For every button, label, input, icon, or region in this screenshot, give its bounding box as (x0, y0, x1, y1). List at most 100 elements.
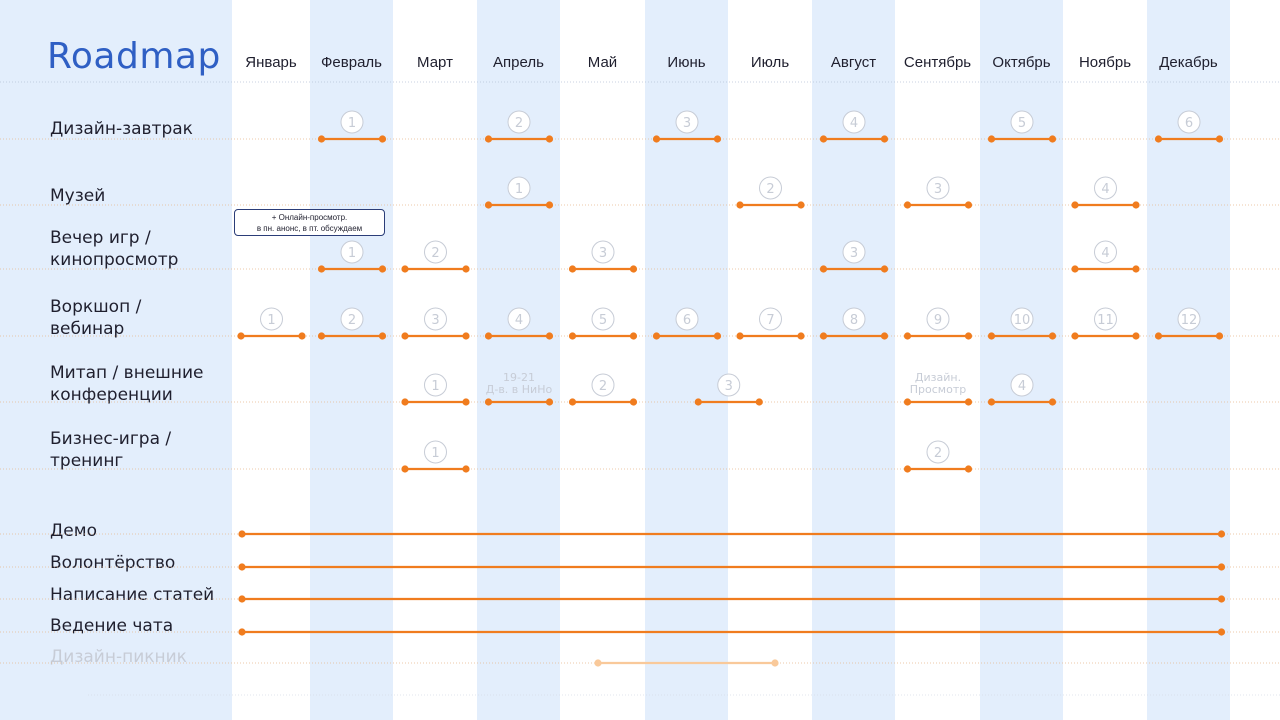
event-end-dot (629, 265, 638, 273)
event-number: 1 (348, 116, 356, 131)
event-note: 19-21 (503, 371, 535, 384)
continuous-row-label: Написание статей (50, 585, 215, 605)
event-number: 4 (1101, 182, 1109, 197)
event-end-dot (880, 265, 889, 273)
event-number: 3 (725, 379, 733, 394)
event-end-dot (713, 135, 722, 143)
event-start-dot (652, 332, 661, 340)
page-title: Roadmap (47, 36, 221, 77)
month-label: Март (417, 54, 453, 71)
event-number: 11 (1097, 313, 1114, 328)
row-label-line: Музей (50, 186, 106, 206)
event-start-dot (903, 465, 912, 473)
event-badge (759, 176, 782, 200)
event-end-dot (462, 332, 470, 340)
event-number: 2 (431, 246, 439, 261)
row-label-line: вебинар (50, 319, 125, 339)
event-badge (842, 307, 866, 331)
row-label-line: Бизнес-игра / (50, 429, 172, 449)
event-start-dot (484, 332, 493, 340)
event-end-dot (1048, 398, 1057, 406)
event-start-dot (1071, 265, 1079, 273)
event-badge (507, 176, 531, 200)
event-start-dot (694, 398, 702, 406)
event-badge (675, 307, 699, 331)
event-start-dot (401, 265, 409, 273)
row-label-line: тренинг (50, 451, 124, 471)
event-badge (1094, 240, 1117, 264)
event-number: 1 (431, 446, 439, 461)
row-label: Дизайн-завтрак (50, 118, 193, 140)
event-badge (926, 440, 950, 464)
event-end-dot (1048, 332, 1057, 340)
event-start-dot (401, 398, 409, 406)
event-end-dot (378, 265, 387, 273)
event-start-dot (903, 332, 912, 340)
event-end-dot (462, 465, 470, 473)
continuous-end-dot (1217, 530, 1226, 538)
event-end-dot (378, 332, 387, 340)
event-end-dot (797, 201, 805, 209)
event-badge (591, 373, 615, 397)
event-number: 6 (683, 313, 691, 328)
event-badge (926, 307, 950, 331)
event-number: 2 (515, 116, 523, 131)
event-end-dot (298, 332, 306, 340)
event-number: 1 (348, 246, 356, 261)
continuous-start-dot (238, 595, 246, 603)
event-end-dot (1215, 332, 1224, 340)
event-start-dot (237, 332, 245, 340)
continuous-start-dot (238, 563, 246, 571)
event-badge (926, 176, 950, 200)
event-start-dot (1154, 135, 1163, 143)
event-badge (591, 307, 615, 331)
event-start-dot (568, 332, 577, 340)
event-start-dot (736, 332, 744, 340)
event-number: 1 (515, 182, 523, 197)
note-line-2: в пн. анонс, в пт. обсуждаем (256, 224, 363, 233)
row-label-line: конференции (50, 385, 173, 405)
event-end-dot (629, 398, 638, 406)
online-viewing-note: + Онлайн-просмотр. в пн. анонс, в пт. об… (234, 209, 385, 236)
event-end-dot (462, 265, 470, 273)
event-end-dot (1132, 201, 1140, 209)
event-start-dot (819, 265, 828, 273)
continuous-start-dot (238, 530, 246, 538)
event-badge (507, 307, 531, 331)
continuous-start-dot (594, 659, 602, 667)
event-badge (717, 373, 741, 397)
event-number: 12 (1181, 313, 1198, 328)
event-start-dot (317, 332, 326, 340)
event-number: 9 (934, 313, 942, 328)
row-label-line: Воркшоп / (50, 297, 142, 317)
month-label: Декабрь (1159, 54, 1218, 71)
event-number: 10 (1014, 313, 1031, 328)
event-badge (759, 307, 782, 331)
event-end-dot (880, 332, 889, 340)
continuous-end-dot (1217, 595, 1226, 603)
event-start-dot (903, 398, 912, 406)
event-badge (340, 110, 364, 134)
event-badge (424, 307, 447, 331)
event-end-dot (964, 332, 973, 340)
event-badge (1010, 110, 1034, 134)
event-number: 1 (431, 379, 439, 394)
event-badge (340, 240, 364, 264)
month-label: Октябрь (992, 54, 1051, 71)
event-number: 2 (934, 446, 942, 461)
continuous-row-label: Демо (50, 521, 97, 541)
event-number: 1 (267, 313, 275, 328)
continuous-end-dot (1217, 563, 1226, 571)
event-badge (260, 307, 283, 331)
event-badge (340, 307, 364, 331)
event-start-dot (317, 265, 326, 273)
row-label: Бизнес-игра /тренинг (50, 428, 171, 472)
month-label: Ноябрь (1078, 54, 1132, 71)
event-badge (424, 440, 447, 464)
event-note: Д-в. в НиНо (486, 383, 553, 396)
row-label: Воркшоп /вебинар (50, 296, 141, 340)
event-number: 3 (934, 182, 942, 197)
event-end-dot (545, 332, 554, 340)
